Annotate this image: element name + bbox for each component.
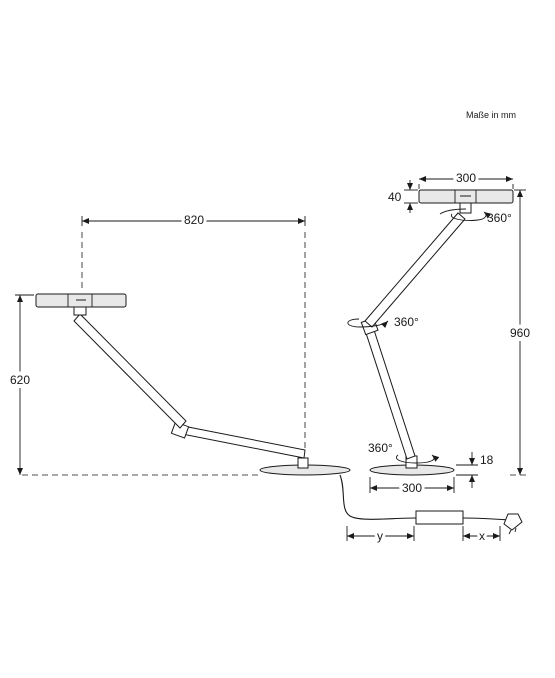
power-cable [339, 474, 417, 520]
head-width-label: 300 [456, 171, 476, 185]
upright-lamp-head [418, 189, 514, 204]
elbow-rotation-label: 360° [394, 315, 419, 329]
elbow-rotation-arrow [347, 318, 389, 329]
upright-height-label: 960 [510, 326, 530, 340]
upright-lamp-head-joint [459, 202, 472, 214]
power-adapter [415, 510, 464, 525]
head-rotation-label: 360° [487, 211, 512, 225]
extended-lamp-lower-arm [181, 425, 306, 459]
base-width-label: 300 [402, 481, 422, 495]
base-height-label: 18 [480, 453, 494, 467]
cable-y-label: y [377, 529, 383, 543]
extended-lamp-head [35, 293, 127, 308]
base-rotation-arrow [396, 454, 440, 464]
head-rotation-arrow [450, 211, 492, 221]
extended-lamp-head-joint [73, 306, 87, 316]
reach-label: 820 [184, 213, 204, 227]
extended-lamp-base-joint [297, 457, 309, 469]
extended-height-label: 620 [10, 373, 30, 387]
upright-lamp-upper-arm [364, 212, 466, 328]
base-rotation-label: 360° [368, 441, 393, 455]
extended-lamp-upper-arm [73, 313, 187, 429]
plug-icon [503, 513, 523, 535]
units-note: Maße in mm [466, 110, 516, 120]
extended-lamp [35, 293, 351, 476]
upright-lamp [360, 189, 514, 476]
cable-x-label: x [479, 529, 485, 543]
upright-lamp-lower-arm [365, 329, 416, 460]
head-height-label: 40 [388, 190, 402, 204]
